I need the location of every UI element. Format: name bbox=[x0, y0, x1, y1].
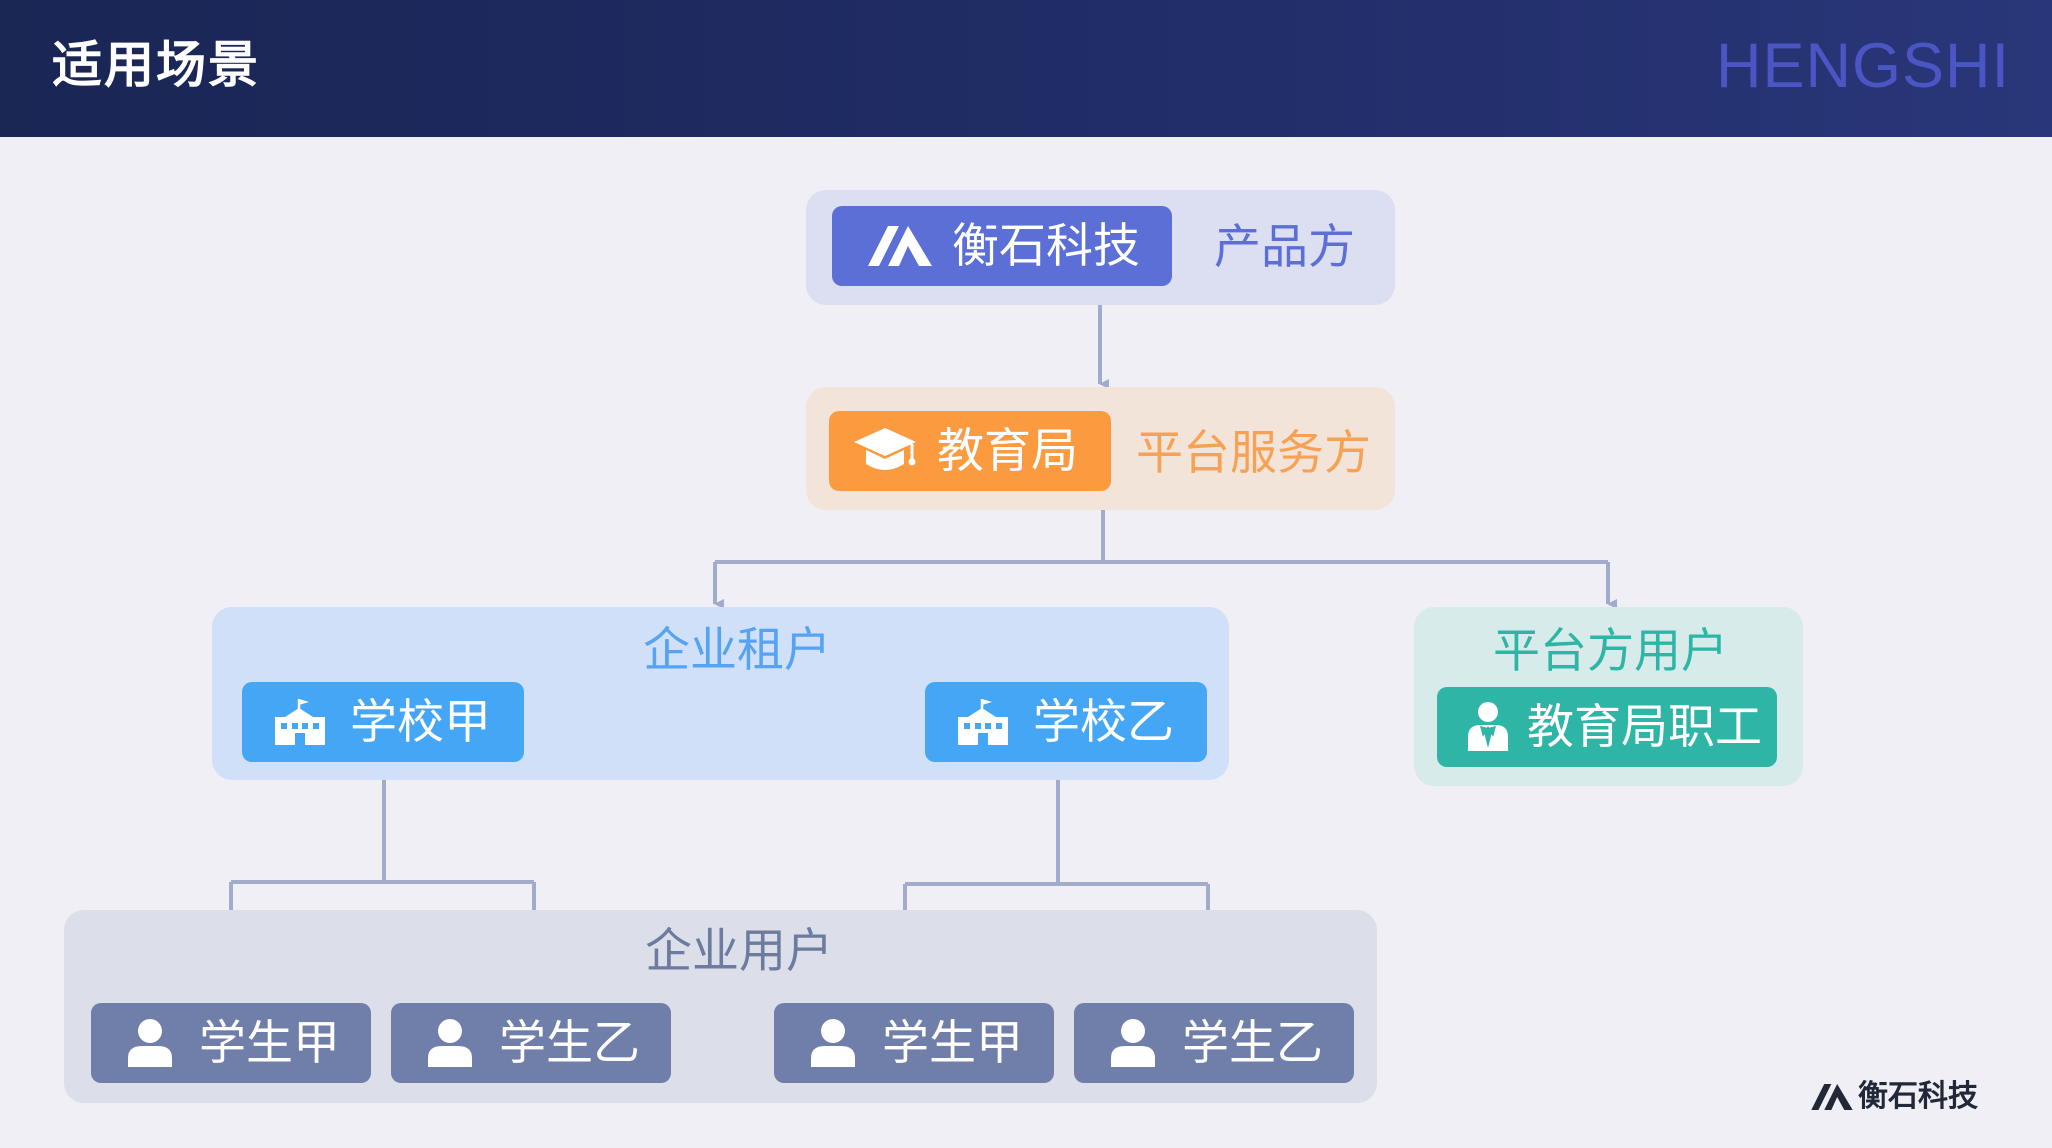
student-node: 学生乙 bbox=[391, 1003, 671, 1083]
student-node: 学生甲 bbox=[774, 1003, 1054, 1083]
bureau-staff-node: 教育局职工 bbox=[1437, 687, 1777, 767]
school-building-icon bbox=[272, 697, 328, 747]
student-label: 学生甲 bbox=[882, 1015, 1023, 1071]
enterprise-user-title: 企业用户 bbox=[645, 924, 833, 979]
graduation-cap-icon bbox=[851, 426, 919, 476]
school-node: 学校乙 bbox=[925, 682, 1207, 762]
student-label: 学生甲 bbox=[199, 1015, 340, 1071]
hengshi-node: 衡石科技 bbox=[832, 206, 1172, 286]
education-bureau-label: 教育局 bbox=[937, 423, 1078, 479]
header-bar: 适用场景 HENGSHI bbox=[0, 0, 2052, 137]
user-icon bbox=[425, 1018, 475, 1068]
user-icon bbox=[125, 1018, 175, 1068]
footer-logo: 衡石科技 bbox=[1810, 1082, 1978, 1112]
service-party-label: 平台服务方 bbox=[1136, 426, 1371, 481]
school-building-icon bbox=[955, 697, 1011, 747]
education-bureau-node: 教育局 bbox=[829, 411, 1111, 491]
user-icon bbox=[1108, 1018, 1158, 1068]
student-node: 学生乙 bbox=[1074, 1003, 1354, 1083]
student-label: 学生乙 bbox=[1182, 1015, 1323, 1071]
school-label: 学校甲 bbox=[350, 694, 491, 750]
bureau-staff-label: 教育局职工 bbox=[1527, 699, 1762, 755]
school-label: 学校乙 bbox=[1033, 694, 1174, 750]
hengshi-logo-icon bbox=[1810, 1082, 1854, 1112]
hengshi-label: 衡石科技 bbox=[952, 218, 1140, 274]
school-node: 学校甲 bbox=[242, 682, 524, 762]
page-title: 适用场景 bbox=[52, 36, 260, 94]
student-node: 学生甲 bbox=[91, 1003, 371, 1083]
enterprise-tenant-title: 企业租户 bbox=[643, 623, 831, 678]
product-party-label: 产品方 bbox=[1214, 220, 1355, 275]
staff-person-icon bbox=[1463, 701, 1513, 753]
hengshi-logo-icon bbox=[864, 224, 936, 268]
brand-wordmark: HENGSHI bbox=[1715, 31, 2010, 101]
user-icon bbox=[808, 1018, 858, 1068]
platform-user-title: 平台方用户 bbox=[1493, 624, 1728, 679]
footer-logo-text: 衡石科技 bbox=[1858, 1079, 1978, 1114]
student-label: 学生乙 bbox=[499, 1015, 640, 1071]
